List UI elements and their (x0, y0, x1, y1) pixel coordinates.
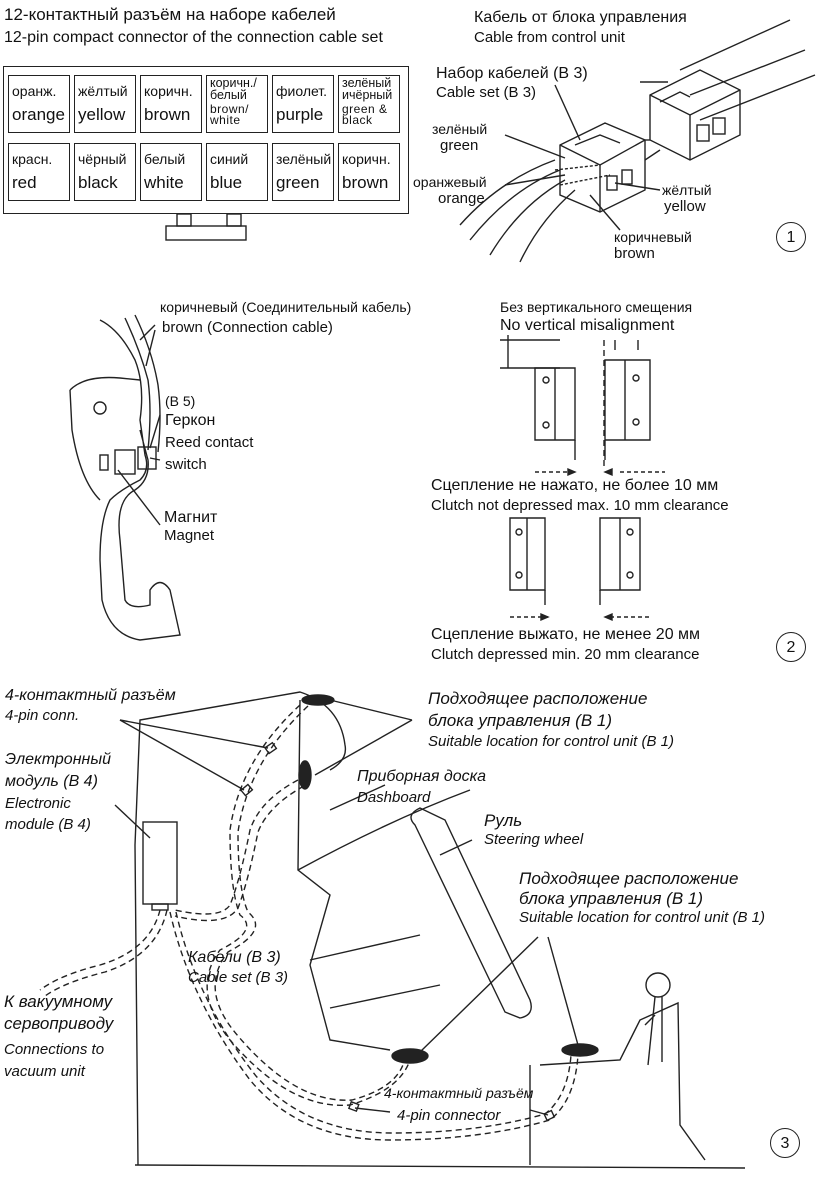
connector-title-ru: 12-контактный разъём на наборе кабелей (4, 5, 336, 24)
conn4-bottom-label-en: 4-pin connector (397, 1107, 501, 1124)
wire-brown-en: brown (614, 245, 655, 262)
pin-cell: коричн.brown (338, 143, 400, 201)
reed-switch-alignment-drawing (500, 335, 665, 622)
module-label-en-1: Electronic (5, 795, 71, 812)
mount-point-dash-top (301, 694, 335, 706)
wire-green-en: green (440, 137, 479, 154)
location2-label-ru-2: блока управления (В 1) (519, 889, 704, 908)
figure-number-1: 1 (776, 222, 806, 252)
dashboard-label-ru: Приборная доска (357, 768, 487, 785)
magnet-label-en: Magnet (164, 527, 215, 544)
wire-yellow-ru: жёлтый (662, 182, 712, 198)
connector-latch (165, 213, 247, 241)
clutch-not-depressed-en: Clutch not depressed max. 10 mm clearanc… (431, 497, 729, 514)
mount-point-tunnel (561, 1043, 599, 1057)
cable-set-label-en: Cable set (B 3) (436, 84, 537, 101)
magnet-label-ru: Магнит (164, 509, 218, 526)
wire-green-ru: зелёный (432, 121, 488, 137)
clutch-depressed-ru: Сцепление выжато, не менее 20 мм (431, 626, 701, 643)
dashboard-label-en: Dashboard (357, 789, 431, 806)
cable-set-label-ru: Набор кабелей (В 3) (436, 65, 588, 82)
location1-label-ru-1: Подходящее расположение (428, 689, 648, 708)
reed-label-en-1: Reed contact (165, 434, 254, 451)
brown-cable-label-en: brown (Connection cable) (162, 319, 333, 336)
cable-from-label-ru: Кабель от блока управления (474, 9, 687, 26)
wire-orange-ru: оранжевый (413, 174, 487, 190)
conn4-bottom-label-ru: 4-контактный разъём (384, 1085, 534, 1101)
pin-cell: оранж.orange (8, 75, 70, 133)
cables-label-en: Cable set (B 3) (188, 969, 289, 986)
clutch-depressed-en: Clutch depressed min. 20 mm clearance (431, 646, 700, 663)
wheel-label-ru: Руль (484, 811, 523, 830)
module-label-en-2: module (B 4) (5, 816, 91, 833)
connector-title-en: 12-pin compact connector of the connecti… (4, 29, 383, 46)
vacuum-label-en-2: vacuum unit (4, 1063, 85, 1080)
wheel-label-en: Steering wheel (484, 831, 584, 848)
mount-point-left-foot (391, 1048, 429, 1064)
cables-label-ru: Кабели (В 3) (188, 949, 281, 966)
brown-cable-label-ru: коричневый (Соединительный кабель) (160, 299, 412, 315)
location2-label-en: Suitable location for control unit (B 1) (519, 909, 765, 926)
misalignment-label-en: No vertical misalignment (500, 317, 675, 334)
reed-designator: (B 5) (165, 393, 196, 409)
figure-number-2: 2 (776, 632, 806, 662)
vacuum-label-ru-1: К вакуумному (4, 992, 113, 1011)
module-label-ru-2: модуль (В 4) (5, 773, 98, 790)
misalignment-label-ru: Без вертикального смещения (500, 299, 693, 315)
module-label-ru-1: Электронный (5, 751, 111, 768)
location1-label-en: Suitable location for control unit (B 1) (428, 733, 674, 750)
pin-cell: фиолет.purple (272, 75, 334, 133)
mount-point-dash-side (298, 760, 312, 790)
pin-cell: красн.red (8, 143, 70, 201)
clutch-pedal-drawing (69, 314, 181, 641)
location1-label-ru-2: блока управления (В 1) (428, 711, 613, 730)
conn4-top-label-en: 4-pin conn. (5, 707, 80, 724)
conn4-top-label-ru: 4-контактный разъём (5, 687, 176, 704)
wire-yellow-en: yellow (664, 198, 706, 215)
vehicle-interior-drawing (134, 691, 746, 1169)
wire-brown-ru: коричневый (614, 229, 692, 245)
figure-number-3: 3 (770, 1128, 800, 1158)
cable-from-label-en: Cable from control unit (474, 29, 625, 46)
connector-pair-drawing (459, 19, 816, 263)
wire-orange-en: orange (438, 190, 485, 207)
reed-label-ru: Геркон (165, 412, 216, 429)
leaders-section3 (114, 699, 579, 1116)
reed-label-en-2: switch (165, 456, 207, 473)
clutch-not-depressed-ru: Сцепление не нажато, не более 10 мм (431, 477, 719, 494)
location2-label-ru-1: Подходящее расположение (519, 869, 739, 888)
pin-cell: коричн.brown (140, 75, 202, 133)
vacuum-label-en-1: Connections to (4, 1041, 105, 1058)
vacuum-label-ru-2: сервоприводу (4, 1014, 114, 1033)
